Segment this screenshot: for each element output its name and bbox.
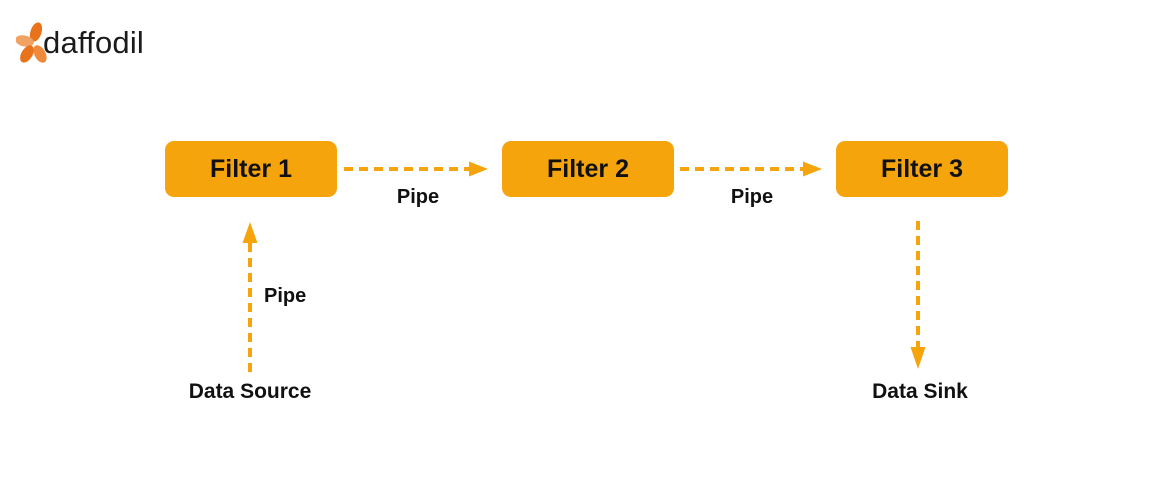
pipe-label-1: Pipe (396, 186, 440, 208)
pipe-label-2: Pipe (730, 186, 774, 208)
pipe-arrow-filter1-to-filter2 (344, 161, 488, 177)
filter-box-1: Filter 1 (165, 141, 337, 197)
daffodil-flower-icon (16, 22, 47, 63)
filter-box-2: Filter 2 (502, 141, 674, 197)
arrow-filter3-to-sink (910, 221, 926, 369)
logo-text: daffodil (43, 25, 145, 60)
filter-box-3: Filter 3 (836, 141, 1008, 197)
pipe-arrow-source-to-filter1 (242, 222, 258, 372)
pipe-arrow-filter2-to-filter3 (680, 161, 822, 177)
pipe-label-3: Pipe (264, 285, 307, 307)
data-source-label: Data Source (188, 380, 312, 403)
data-sink-label: Data Sink (872, 380, 968, 403)
filter-2-label: Filter 2 (547, 154, 629, 183)
filter-3-label: Filter 3 (881, 154, 963, 183)
filter-1-label: Filter 1 (210, 154, 292, 183)
daffodil-logo: daffodil (16, 21, 144, 65)
